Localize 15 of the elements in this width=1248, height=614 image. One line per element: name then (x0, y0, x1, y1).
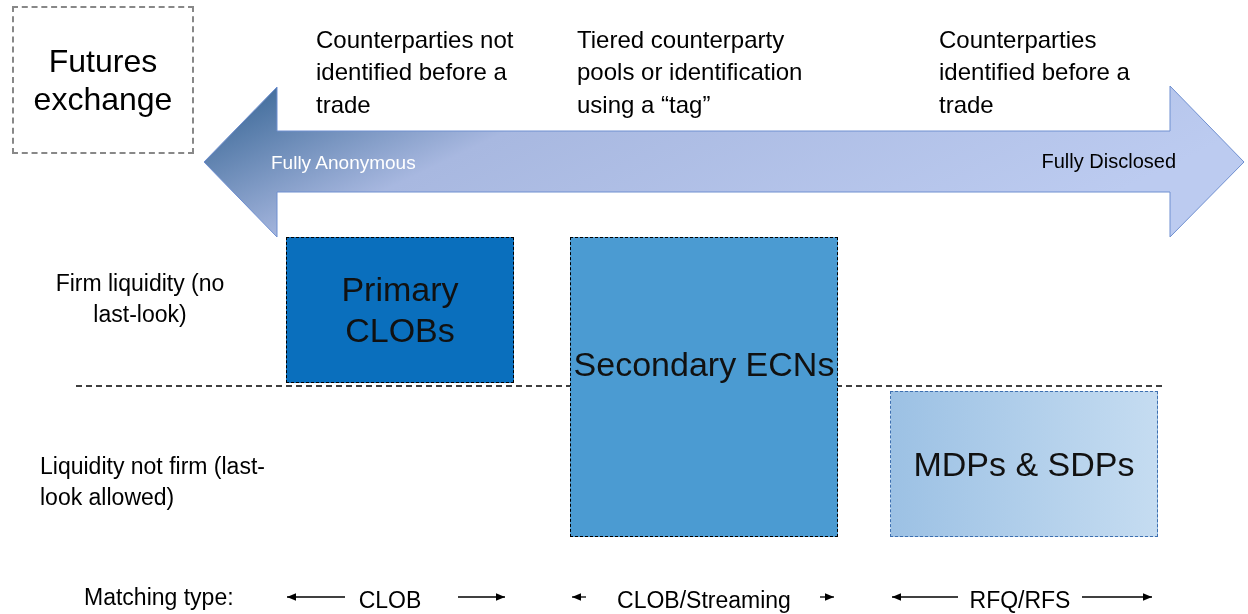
venue-box: MDPs & SDPs (890, 391, 1158, 537)
scale-label: Fully Anonymous (271, 151, 417, 175)
venue-box: Secondary ECNs (570, 237, 838, 537)
header-text: Counterparties not identified before a trade (316, 25, 515, 120)
matching-label: CLOB/Streaming (616, 586, 792, 614)
exchange-box: Futures exchange (12, 6, 194, 154)
venue-box: Primary CLOBs (286, 237, 514, 383)
header-text: Counterparties identified before a trade (939, 25, 1131, 120)
row-label: Firm liquidity (no last-look) (54, 269, 226, 330)
matching-label: RFQ/RFS (968, 586, 1072, 614)
axis-label: Matching type: (84, 583, 235, 612)
header-text: Tiered counterparty pools or identification using a “tag” (577, 25, 804, 120)
scale-label: Fully Disclosed (1040, 149, 1176, 174)
matching-label: CLOB (357, 586, 423, 614)
row-label: Liquidity not firm (last-look allowed) (40, 452, 266, 513)
